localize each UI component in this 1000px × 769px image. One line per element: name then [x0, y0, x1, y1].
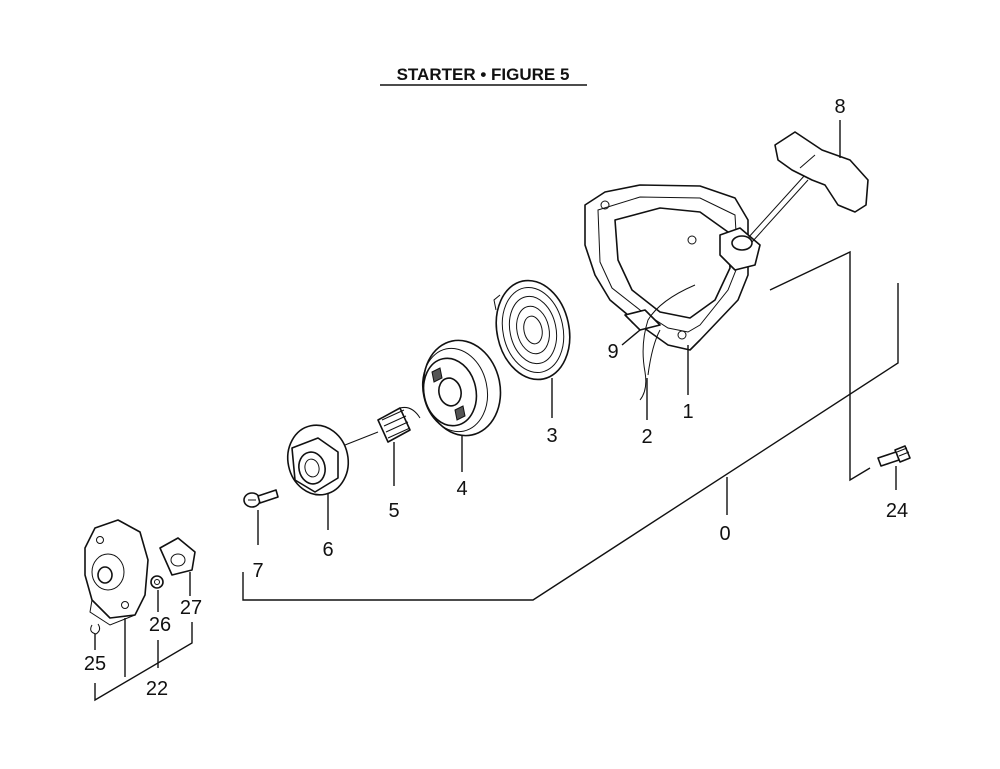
label-part-7: 7 — [252, 560, 263, 582]
figure-title: STARTER • FIGURE 5 — [397, 65, 570, 84]
label-part-6: 6 — [322, 539, 333, 561]
label-part-9: 9 — [607, 341, 618, 363]
leader-9 — [621, 329, 641, 346]
recoil-spring-part-3 — [493, 279, 571, 381]
label-part-3: 3 — [546, 425, 557, 447]
ratchet-part-6 — [286, 424, 350, 496]
label-part-0: 0 — [719, 523, 730, 545]
label-part-22: 22 — [146, 678, 168, 700]
pawl-spring-part-5 — [344, 407, 421, 446]
label-part-2: 2 — [641, 426, 652, 448]
starter-handle-part-8 — [747, 131, 869, 243]
assembly-bracket-0 — [242, 250, 899, 601]
rope-pulley-part-4 — [422, 339, 502, 437]
spring-part-26 — [150, 575, 164, 589]
starter-housing-part-1 — [584, 184, 761, 376]
label-part-4: 4 — [456, 478, 467, 500]
clip-part-25 — [90, 623, 101, 635]
label-part-27: 27 — [180, 597, 202, 619]
bolt-part-24 — [877, 445, 911, 467]
label-part-8: 8 — [834, 96, 845, 118]
pawl-part-27 — [159, 537, 196, 576]
label-part-24: 24 — [886, 500, 908, 522]
label-part-5: 5 — [388, 500, 399, 522]
label-part-1: 1 — [682, 401, 693, 423]
label-part-26: 26 — [149, 614, 171, 636]
assembly-bracket-22 — [94, 618, 193, 702]
label-part-25: 25 — [84, 653, 106, 675]
starter-rope-part-2 — [639, 284, 696, 401]
screw-part-7 — [243, 489, 279, 508]
ratchet-cover-part-22 — [84, 519, 149, 626]
